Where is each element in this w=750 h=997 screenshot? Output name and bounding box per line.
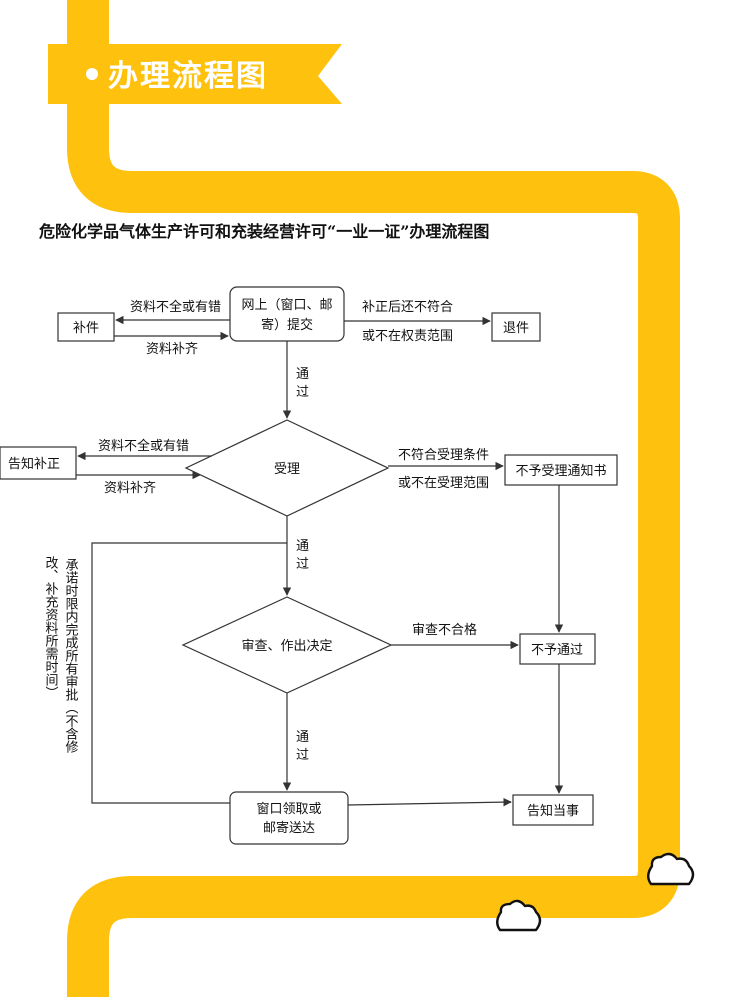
notice-correction-label: 告知补正 [8,456,60,472]
edge-label-review-fail: 审查不合格 [412,622,477,638]
not-pass-label: 不予通过 [531,643,583,658]
edge-label-supplement-1: 资料补齐 [146,341,198,357]
cloud-icon [496,899,542,932]
supplement-label: 补件 [73,321,99,336]
not-accept-notice-label: 不予受理通知书 [515,463,606,479]
header-banner [48,44,342,104]
accept-label: 受理 [274,462,300,477]
diagram-title: 危险化学品气体生产许可和充装经营许可“一业一证”办理流程图 [39,222,489,241]
page-title: 办理流程图 [108,59,268,94]
collect-label-line2: 邮寄送达 [263,820,315,836]
bullet-icon [86,68,98,80]
header-tag: 办理流程图 [48,44,342,104]
header-banner-cap [48,44,88,104]
side-note-col1: 承诺时限内完成所有审批（不含修 [63,558,79,753]
edge-label-pass-1b: 过 [296,385,309,400]
return-label: 退件 [503,321,529,336]
edge-label-supplement-2: 资料补齐 [104,480,156,496]
edge-label-out-of-scope: 或不在权责范围 [362,328,453,344]
not-accept-notice-node [504,454,618,486]
edge-label-incomplete-2: 资料不全或有错 [98,438,189,454]
notice-correction-node [0,446,77,480]
notify-party-label: 告知当事 [527,803,579,819]
edge-label-pass-1a: 通 [296,367,309,382]
edge-label-not-meet-accept: 不符合受理条件 [398,447,489,463]
review-label: 审查、作出决定 [241,639,332,654]
not-pass-node [519,633,596,665]
edge-label-not-in-accept-scope: 或不在受理范围 [398,476,489,491]
edge-label-pass-3a: 通 [296,730,309,745]
edge-collect-to-notify [347,797,512,807]
return-node [491,312,541,342]
edge-label-still-not-match: 补正后还不符合 [362,299,453,315]
collect-label-line1: 窗口领取或 [256,801,321,817]
side-note-col2: 改、补充资料所需时间） [43,556,59,699]
submit-label-line1: 网上（窗口、邮 [241,297,332,313]
supplement-node [57,312,115,342]
edge-label-incomplete-1: 资料不全或有错 [130,299,221,315]
edge-label-pass-2a: 通 [296,539,309,554]
collect-node [229,791,349,845]
yellow-track [67,0,680,997]
cloud-icon [647,852,695,886]
notify-party-node [512,794,594,826]
submit-label-line2: 寄）提交 [261,317,313,333]
edge-label-pass-2b: 过 [296,557,309,572]
time-limit-bracket [91,542,287,804]
edge-label-pass-3b: 过 [296,748,309,763]
